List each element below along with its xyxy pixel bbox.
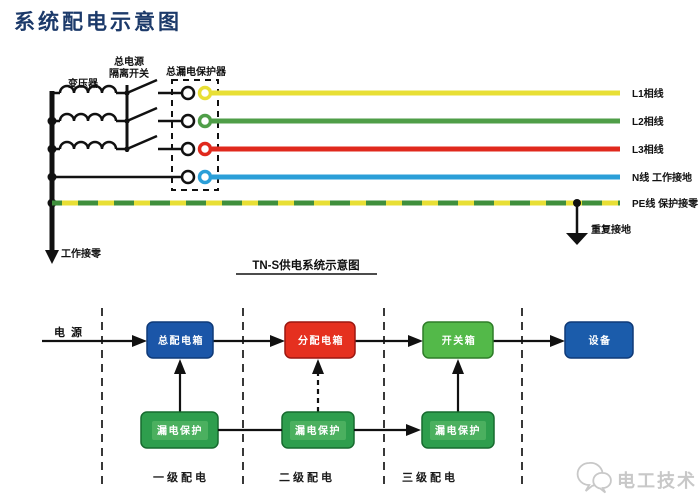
working-neutral-label: 工作接零 bbox=[61, 247, 102, 260]
page-title: 系统配电示意图 bbox=[14, 11, 182, 34]
switch-box-label: 开关箱 bbox=[442, 334, 477, 347]
section-label-level1: 一级配电 bbox=[153, 470, 209, 484]
tns-schematic: 变压器 总电源 隔离开关 总漏电保护器 L1相线 L2相线 L3相线 N线 工作… bbox=[45, 55, 699, 275]
leakage-protection-label-3: 漏电保护 bbox=[435, 424, 481, 437]
leakage-label-patch bbox=[430, 421, 486, 440]
sub-distribution-box bbox=[284, 321, 356, 359]
main-breaker-box bbox=[171, 79, 219, 191]
schematic-caption: TN-S供电系统示意图 bbox=[252, 258, 359, 272]
main-switch-label-2: 隔离开关 bbox=[109, 67, 149, 80]
main-distribution-box bbox=[146, 321, 214, 359]
watermark: 电工技术 bbox=[576, 462, 697, 494]
l3-line-label: L3相线 bbox=[632, 143, 664, 156]
leakage-label-patch bbox=[290, 421, 346, 440]
sub-distribution-box-label: 分配电箱 bbox=[298, 334, 344, 347]
l2-line-label: L2相线 bbox=[632, 115, 664, 128]
repeat-grounding bbox=[566, 199, 588, 245]
breaker-contacts bbox=[180, 85, 213, 185]
pe-line-label: PE线 保护接零 bbox=[632, 197, 699, 210]
protection-links bbox=[218, 424, 421, 436]
l1-line-label: L1相线 bbox=[632, 87, 664, 100]
l2-terminal bbox=[197, 113, 213, 129]
distribution-flowchart: 电源 总配电箱 分配电箱 开关箱 设备 bbox=[42, 308, 634, 488]
main-distribution-box-label: 总配电箱 bbox=[158, 334, 204, 347]
n-line-label: N线 工作接地 bbox=[632, 171, 692, 184]
switch-box bbox=[422, 321, 494, 359]
equipment-box bbox=[564, 321, 634, 359]
leakage-label-patch bbox=[152, 421, 208, 440]
section-label-level2: 二级配电 bbox=[279, 470, 335, 484]
transformer-label: 变压器 bbox=[68, 77, 99, 90]
isolation-switch bbox=[124, 78, 183, 152]
protection-up-arrows bbox=[174, 359, 464, 412]
main-flow-arrows bbox=[42, 335, 565, 347]
main-switch-label-1: 总电源 bbox=[114, 55, 144, 68]
main-breaker-label: 总漏电保护器 bbox=[166, 65, 227, 78]
watermark-text: 电工技术 bbox=[617, 470, 697, 491]
repeat-ground-label: 重复接地 bbox=[591, 223, 631, 236]
leakage-protection-label-1: 漏电保护 bbox=[157, 424, 203, 437]
n-terminal bbox=[197, 169, 213, 185]
equipment-box-label: 设备 bbox=[589, 334, 612, 347]
chat-bubbles-icon bbox=[576, 462, 612, 494]
neutral-bus-arrow bbox=[45, 250, 59, 264]
l1-terminal bbox=[197, 85, 213, 101]
leakage-protection-label-2: 漏电保护 bbox=[295, 424, 341, 437]
section-label-level3: 三级配电 bbox=[402, 470, 458, 484]
l3-terminal bbox=[197, 141, 213, 157]
transformer-windings bbox=[52, 84, 127, 151]
power-source-label: 电源 bbox=[54, 325, 88, 339]
